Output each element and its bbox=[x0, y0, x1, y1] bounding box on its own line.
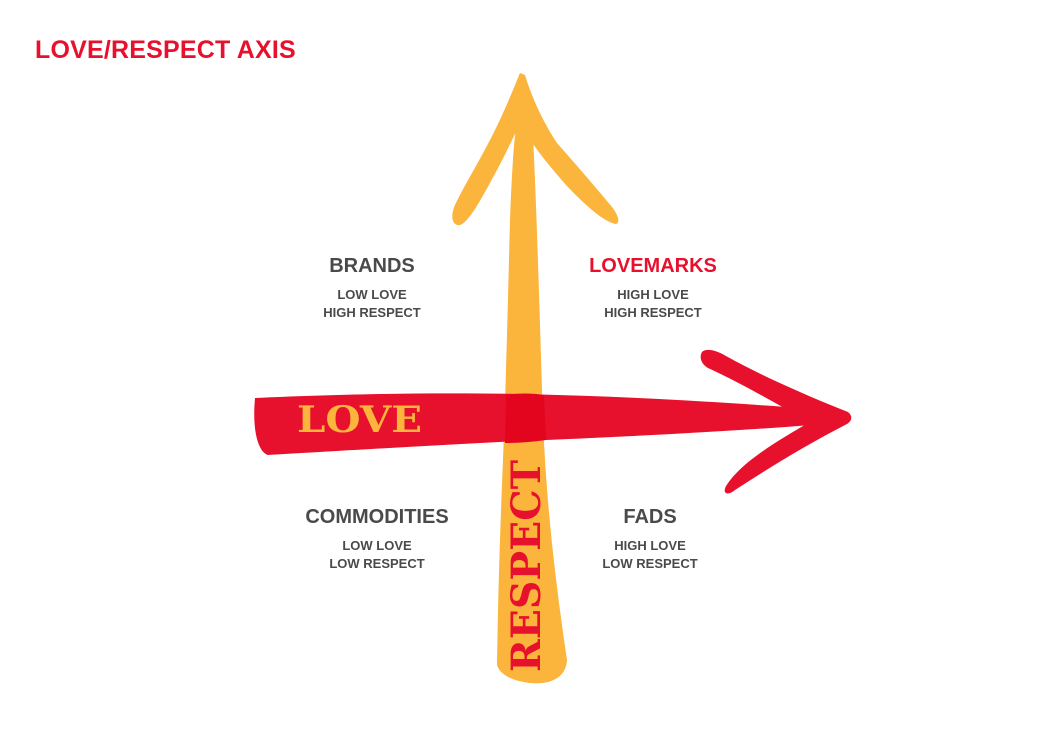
love-axis-arrowhead bbox=[700, 349, 852, 494]
quadrant-love-level: LOW LOVE bbox=[337, 287, 407, 302]
quadrant-title: BRANDS bbox=[329, 255, 415, 277]
quadrant-respect-level: HIGH RESPECT bbox=[323, 305, 421, 320]
quadrant-love-level: HIGH LOVE bbox=[614, 538, 686, 553]
quadrant-title: LOVEMARKS bbox=[589, 255, 717, 277]
quadrant-title: FADS bbox=[623, 506, 677, 528]
quadrant-love-level: HIGH LOVE bbox=[617, 287, 689, 302]
page-title: LOVE/RESPECT AXIS bbox=[35, 36, 296, 64]
respect-axis-arrowhead bbox=[452, 73, 619, 226]
respect-axis-label: RESPECT bbox=[503, 460, 550, 672]
quadrant-respect-level: LOW RESPECT bbox=[329, 556, 425, 571]
quadrant-title: COMMODITIES bbox=[305, 506, 449, 528]
axes-intersection bbox=[505, 393, 546, 443]
quadrant-respect-level: HIGH RESPECT bbox=[604, 305, 702, 320]
quadrant-brands: BRANDS LOW LOVE HIGH RESPECT bbox=[252, 255, 492, 322]
quadrant-lovemarks: LOVEMARKS HIGH LOVE HIGH RESPECT bbox=[533, 255, 773, 322]
quadrant-fads: FADS HIGH LOVE LOW RESPECT bbox=[530, 506, 770, 573]
quadrant-love-level: LOW LOVE bbox=[342, 538, 412, 553]
quadrant-commodities: COMMODITIES LOW LOVE LOW RESPECT bbox=[257, 506, 497, 573]
quadrant-respect-level: LOW RESPECT bbox=[602, 556, 698, 571]
love-axis-label: LOVE bbox=[297, 399, 422, 441]
